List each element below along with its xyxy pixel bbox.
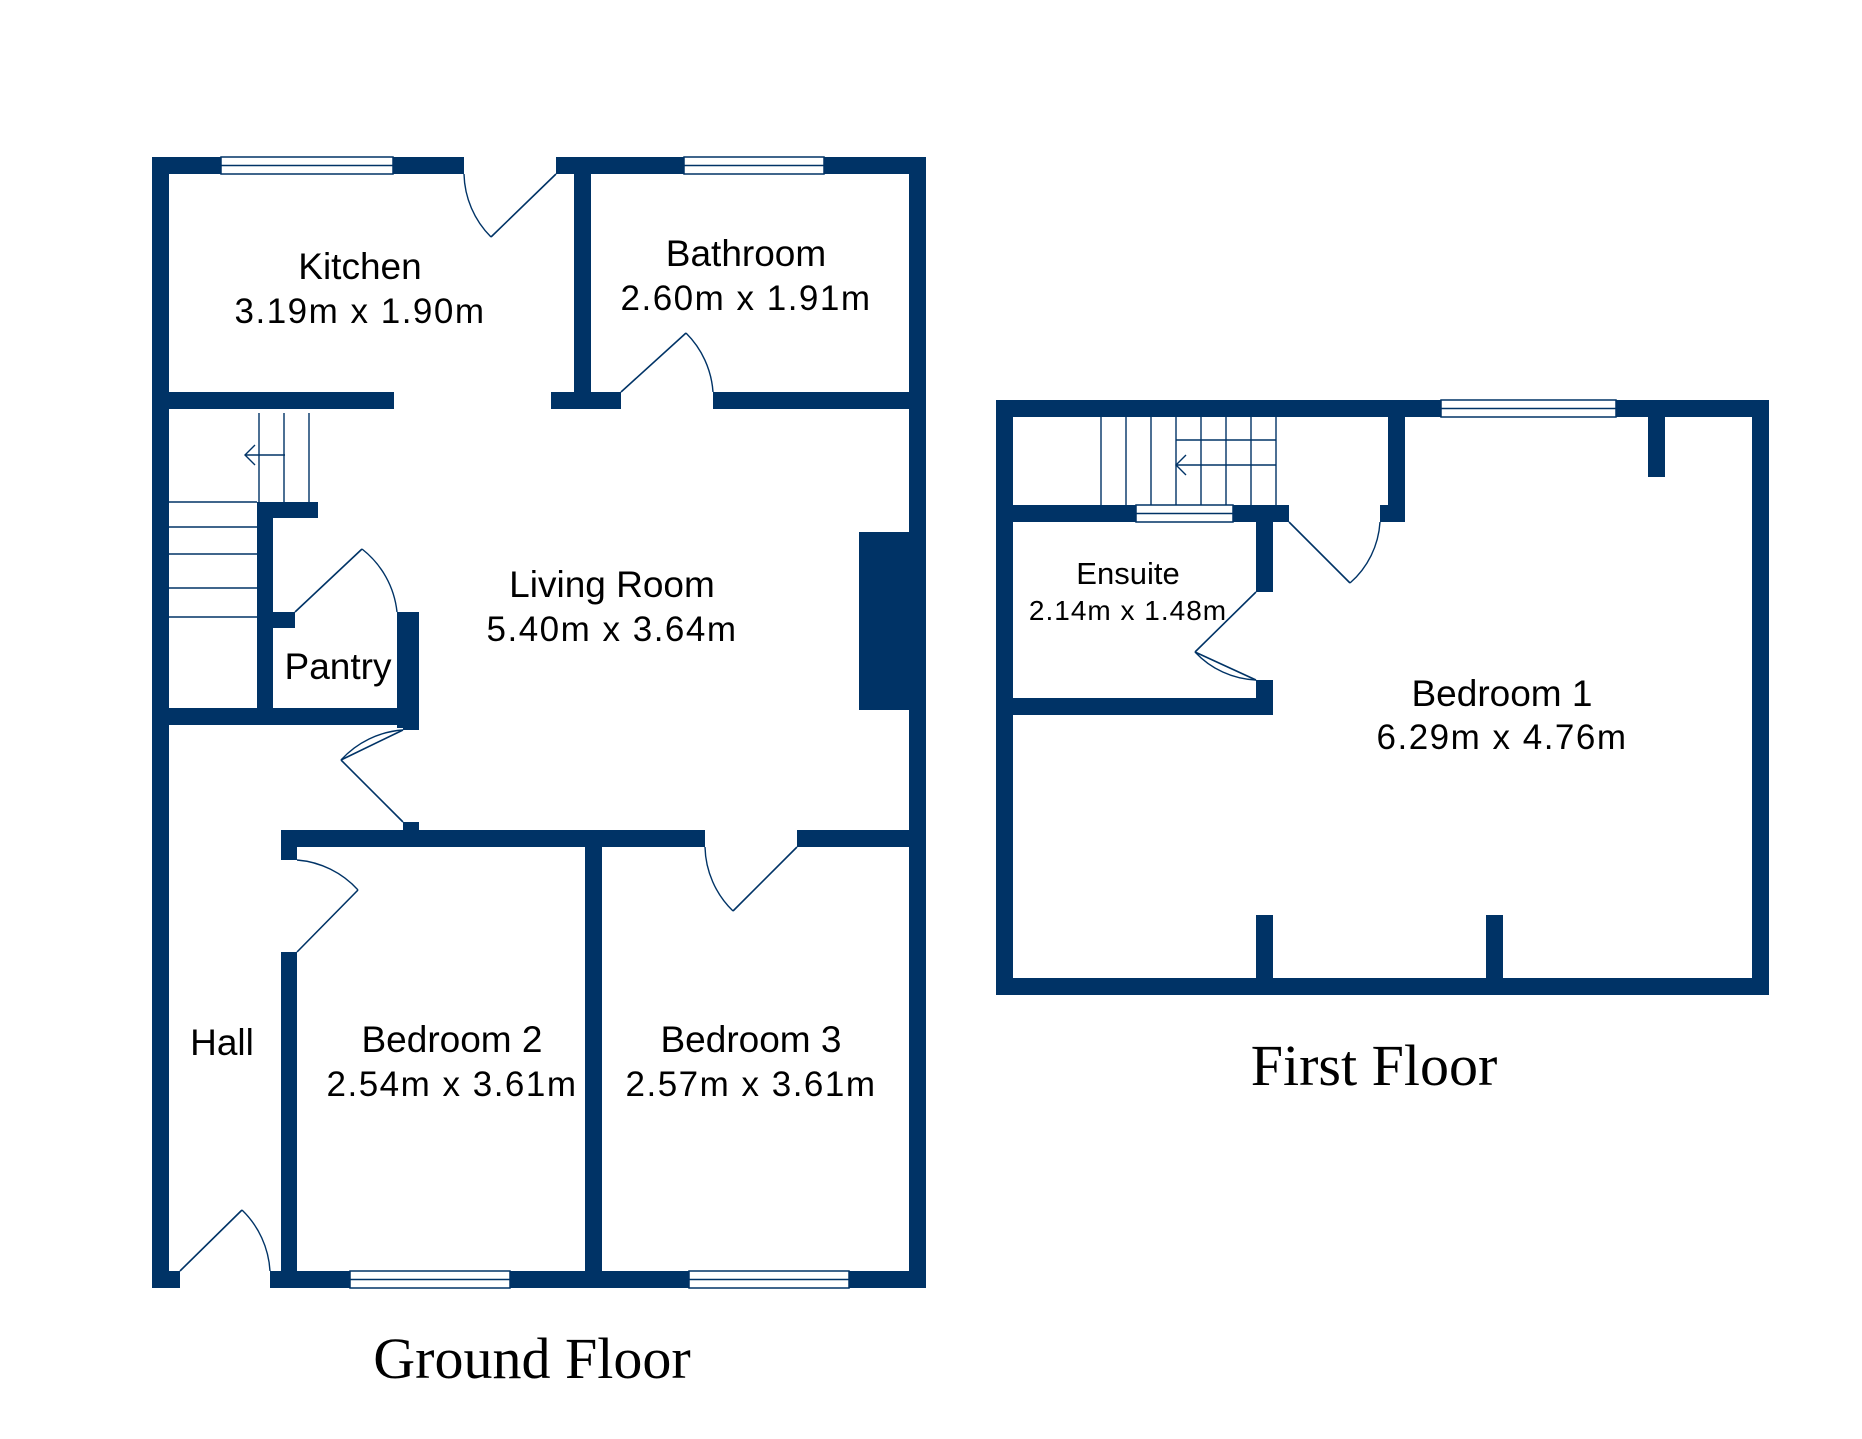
ground-floor-windows [220,156,850,1289]
landing-door [1288,521,1381,584]
first-floor-west-wall [996,400,1013,995]
east-wall [909,157,926,1288]
bedroom1-wall-stub [1648,400,1665,477]
bathroom-dimensions: 2.60m x 1.91m [621,279,872,318]
south-wall-stub-west [1256,915,1273,995]
kitchen-bathroom-wall [574,157,591,409]
ensuite-name: Ensuite [1076,556,1179,591]
ensuite-north-wall-west [996,505,1136,522]
ground-floor-plan: Kitchen 3.19m x 1.90m Bathroom 2.60m x 1… [152,156,926,1391]
pantry-west-wall [257,502,273,724]
kitchen-dimensions: 3.19m x 1.90m [235,292,486,331]
bedroom2-bedroom3-wall [585,830,602,1288]
first-floor-outer-walls [996,400,1769,995]
bedroom2-door [296,859,359,953]
first-floor-east-wall [1752,400,1769,995]
first-floor-interior-walls [996,400,1665,995]
first-floor-title: First Floor [1251,1033,1498,1098]
hall-name: Hall [190,1022,254,1063]
chimney-breast [859,532,926,710]
first-floor-plan: Ensuite 2.14m x 1.48m Bedroom 1 6.29m x … [996,399,1769,1098]
bathroom-south-wall-west [551,392,621,409]
ensuite-south-wall [996,698,1273,715]
ensuite-east-wall-top [1256,505,1273,592]
landing-door-stub [1380,505,1405,522]
ensuite-window [1135,504,1234,523]
front-door [179,1209,271,1272]
bedrooms-north-wall-west [281,830,705,847]
kitchen-back-door [463,173,557,238]
first-floor-doors [1194,521,1381,681]
bathroom-door [620,332,714,393]
bedroom2-door-jamb-top [281,830,297,860]
pantry-east-wall [397,612,419,728]
pantry-name: Pantry [285,646,392,687]
stair-arrow-head [244,444,256,466]
living-room-dimensions: 5.40m x 3.64m [487,610,738,649]
ensuite-door [1194,591,1257,681]
bedroom1-name: Bedroom 1 [1412,673,1593,714]
bedroom1-dimensions: 6.29m x 4.76m [1377,718,1628,757]
hall-north-wall [152,708,419,725]
ground-floor-doors [179,173,798,1272]
bathroom-window [683,156,825,175]
bedroom3-dimensions: 2.57m x 3.61m [626,1065,877,1104]
bedroom2-window [349,1270,511,1289]
bedroom1-window [1440,399,1617,418]
bathroom-south-wall-east [713,392,926,409]
south-wall-stub-east [1486,915,1503,995]
living-room-door [340,729,404,823]
bedrooms-north-wall-east [797,830,926,847]
bathroom-name: Bathroom [666,233,826,274]
pantry-door [294,548,398,613]
bedroom2-dimensions: 2.54m x 3.61m [327,1065,578,1104]
bedroom3-name: Bedroom 3 [661,1019,842,1060]
ground-floor-interior-walls [152,157,926,1288]
bedroom3-door [704,846,798,912]
living-room-name: Living Room [509,564,715,605]
bedroom2-name: Bedroom 2 [362,1019,543,1060]
first-floor-labels: Ensuite 2.14m x 1.48m Bedroom 1 6.29m x … [1029,556,1628,757]
first-floor-staircase [1100,417,1277,505]
hall-bedroom2-wall [281,952,297,1288]
ground-floor-title: Ground Floor [373,1326,690,1391]
first-floor-windows [1135,399,1617,523]
ensuite-dimensions: 2.14m x 1.48m [1029,595,1227,626]
first-floor-south-wall [996,978,1769,995]
hall-door-jamb-top [403,708,419,730]
kitchen-south-wall [152,392,394,409]
landing-east-wall [1388,400,1405,522]
ground-floor-labels: Kitchen 3.19m x 1.90m Bathroom 2.60m x 1… [190,233,877,1104]
kitchen-name: Kitchen [298,246,421,287]
ground-floor-staircase [169,413,310,618]
south-wall-west-stub [152,1271,180,1288]
pantry-door-stub [273,612,295,628]
kitchen-window [220,156,394,175]
first-stair-arrow-head [1175,454,1187,476]
bedroom3-window [688,1270,850,1289]
